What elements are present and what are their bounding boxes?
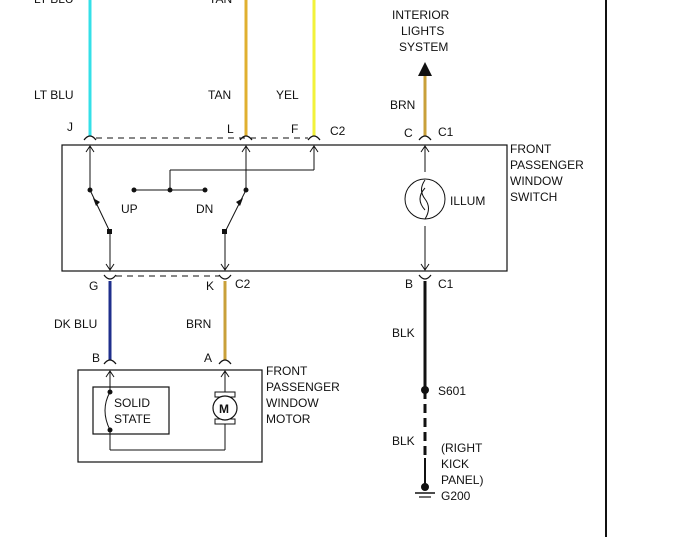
motor-label-line1: FRONT xyxy=(266,364,308,378)
ground-kick-line2: KICK xyxy=(441,457,469,471)
lamp-icon xyxy=(404,178,446,220)
motor-label-line4: MOTOR xyxy=(266,412,311,426)
switch-label-line2: PASSENGER xyxy=(510,158,584,172)
splice-label: S601 xyxy=(438,384,466,398)
pin-label-b-switch: B xyxy=(405,277,413,291)
pin-label-k: K xyxy=(206,279,214,293)
interior-lights-line3: SYSTEM xyxy=(399,40,448,54)
connector-label-c1-top: C1 xyxy=(438,125,454,139)
splice-dot xyxy=(421,386,429,394)
wire-label-top-left: LT BLU xyxy=(34,0,74,6)
ground-kick-line3: PANEL) xyxy=(441,473,483,487)
wire-label-dk-blu: DK BLU xyxy=(54,317,97,331)
wire-label-top-mid: TAN xyxy=(209,0,232,6)
switch-label-line3: WINDOW xyxy=(510,174,563,188)
window-motor-box xyxy=(77,369,263,463)
switch-label-line4: SWITCH xyxy=(510,190,557,204)
connector-label-c2-bottom: C2 xyxy=(235,277,251,291)
ground-label-g200: G200 xyxy=(441,489,471,503)
wire-label-brn-bottom: BRN xyxy=(186,317,211,331)
pin-label-g: G xyxy=(89,279,98,293)
interior-lights-line1: INTERIOR xyxy=(392,8,450,22)
wire-label-brn-top: BRN xyxy=(390,98,415,112)
wire-label-blk-lower: BLK xyxy=(392,434,415,448)
motor-dots xyxy=(107,389,113,433)
wire-label-tan: TAN xyxy=(208,88,231,102)
motor-connector-cups xyxy=(103,359,232,365)
switch-label-illum: ILLUM xyxy=(450,194,485,208)
switch-label-line1: FRONT xyxy=(510,142,552,156)
pin-label-j: J xyxy=(67,120,73,134)
motor-symbol-m: M xyxy=(219,402,229,416)
switch-label-dn: DN xyxy=(196,202,213,216)
connector-cups-top xyxy=(83,135,432,141)
ground-kick-line1: (RIGHT xyxy=(441,441,483,455)
switch-internal-wiring xyxy=(85,145,430,271)
switch-label-up: UP xyxy=(121,202,138,216)
arrow-up-icon xyxy=(418,62,432,76)
pin-label-l: L xyxy=(227,122,234,136)
solid-state-line1: SOLID xyxy=(114,396,150,410)
connector-label-c2-top: C2 xyxy=(330,124,346,138)
motor-label-line3: WINDOW xyxy=(266,396,319,410)
pin-label-f: F xyxy=(291,122,298,136)
motor-label-line2: PASSENGER xyxy=(266,380,340,394)
wire-label-blk-upper: BLK xyxy=(392,326,415,340)
solid-state-line2: STATE xyxy=(114,412,151,426)
motor-pin-label-a: A xyxy=(204,351,212,365)
motor-internal-wiring xyxy=(104,370,230,451)
switch-contact-dots xyxy=(87,187,249,234)
wire-label-lt-blu: LT BLU xyxy=(34,88,74,102)
window-switch-box xyxy=(61,144,508,272)
wire-label-yel: YEL xyxy=(276,88,299,102)
connector-label-c1-bottom: C1 xyxy=(438,277,454,291)
solid-state-box xyxy=(92,386,170,435)
connector-cups-bottom xyxy=(103,274,432,280)
motor-pin-label-b: B xyxy=(92,351,100,365)
interior-lights-line2: LIGHTS xyxy=(401,24,444,38)
pin-label-c: C xyxy=(404,126,413,140)
motor-icon xyxy=(212,391,238,425)
ground-icon xyxy=(415,458,435,498)
